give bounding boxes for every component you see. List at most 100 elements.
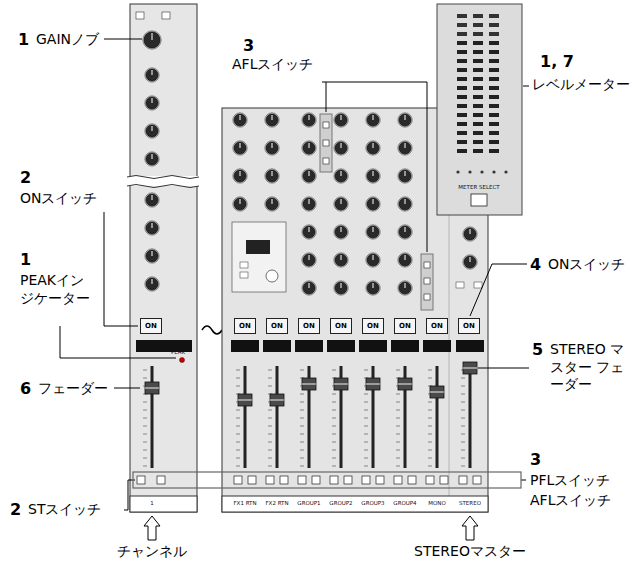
knob-pointer bbox=[405, 115, 406, 120]
knob-ring bbox=[302, 225, 316, 239]
leader-line bbox=[427, 82, 428, 252]
fader-scale bbox=[332, 434, 336, 435]
leader-line bbox=[104, 212, 138, 326]
on-switch: ON bbox=[266, 318, 288, 334]
meter-led bbox=[457, 41, 467, 45]
callout-number: 6 bbox=[20, 379, 31, 399]
pointer-arrow bbox=[144, 516, 160, 540]
fader-cap-line bbox=[238, 400, 252, 401]
fader-scale bbox=[364, 450, 368, 451]
fader-scale bbox=[300, 458, 304, 459]
fader-scale bbox=[236, 466, 240, 467]
callout-number: 1 bbox=[18, 30, 29, 50]
meter-led bbox=[489, 50, 499, 54]
fader-cap bbox=[302, 378, 316, 390]
fader-scale bbox=[236, 442, 240, 443]
meter-led bbox=[489, 131, 499, 135]
knob bbox=[399, 282, 411, 294]
fader-scale bbox=[300, 418, 304, 419]
knob bbox=[266, 198, 278, 210]
fader-scale bbox=[143, 434, 147, 435]
knob-ring bbox=[334, 141, 348, 155]
knob-pointer bbox=[240, 143, 241, 148]
knob bbox=[146, 97, 158, 109]
knob-ring bbox=[334, 281, 348, 295]
meter-led bbox=[457, 95, 467, 99]
pfl-switch bbox=[426, 476, 434, 484]
knob-ring bbox=[233, 113, 247, 127]
fx-switch bbox=[240, 262, 248, 268]
fader-slot bbox=[469, 366, 472, 468]
meter-led bbox=[489, 77, 499, 81]
afl-switch bbox=[280, 476, 288, 484]
callout-number: 1 bbox=[20, 250, 31, 270]
callout-text: STスイッチ bbox=[28, 501, 101, 519]
fader-scale bbox=[396, 394, 400, 395]
scribble-band bbox=[263, 340, 291, 352]
fader-slot bbox=[244, 366, 247, 468]
knob-pointer bbox=[373, 199, 374, 204]
afl-switch bbox=[323, 158, 329, 164]
fader-scale bbox=[268, 466, 272, 467]
fader-scale bbox=[143, 450, 147, 451]
fader-scale bbox=[268, 418, 272, 419]
fader-scale bbox=[396, 458, 400, 459]
callout-number: 3 bbox=[530, 450, 541, 470]
fader-scale bbox=[428, 378, 432, 379]
callout-text: PEAKインジケーター bbox=[20, 272, 92, 307]
fader-scale bbox=[143, 418, 147, 419]
fader-scale bbox=[364, 434, 368, 435]
fader-scale bbox=[428, 418, 432, 419]
peak-led bbox=[180, 358, 185, 363]
meter-led bbox=[473, 14, 483, 18]
knob-ring bbox=[334, 169, 348, 183]
fader-scale bbox=[428, 434, 432, 435]
knob-pointer bbox=[405, 227, 406, 232]
fader-scale bbox=[396, 410, 400, 411]
callout-number: 5 bbox=[532, 340, 543, 360]
panel-print: GROUP3 bbox=[361, 501, 384, 507]
knob-pointer bbox=[152, 70, 153, 75]
fader-scale bbox=[300, 370, 304, 371]
fader-scale bbox=[461, 410, 465, 411]
channel-strip bbox=[130, 4, 197, 512]
fader-scale bbox=[332, 418, 336, 419]
knob-ring bbox=[145, 68, 159, 82]
fader-scale bbox=[236, 386, 240, 387]
fader-scale bbox=[143, 442, 147, 443]
knob-pointer bbox=[152, 98, 153, 103]
on-switch: ON bbox=[426, 318, 448, 334]
afl-switch bbox=[424, 294, 430, 300]
on-switch: ON bbox=[298, 318, 320, 334]
leader-line bbox=[478, 368, 529, 369]
afl-switch bbox=[248, 476, 256, 484]
meter-led bbox=[457, 32, 467, 36]
meter-led bbox=[489, 23, 499, 27]
scribble-band bbox=[295, 340, 323, 352]
fader-scale bbox=[236, 450, 240, 451]
switch-label: ON bbox=[399, 323, 411, 330]
knob-pointer bbox=[405, 143, 406, 148]
meter-indicator bbox=[480, 170, 483, 173]
meter-led bbox=[457, 23, 467, 27]
fader-cap bbox=[366, 378, 380, 390]
fader-scale bbox=[332, 450, 336, 451]
meter-led bbox=[473, 77, 483, 81]
fader-scale bbox=[461, 386, 465, 387]
fader-scale bbox=[236, 458, 240, 459]
knob bbox=[146, 250, 158, 262]
knob bbox=[303, 142, 315, 154]
knob-ring bbox=[302, 281, 316, 295]
fader-scale bbox=[428, 442, 432, 443]
on-switch: ON bbox=[234, 318, 256, 334]
panel-print: MONO bbox=[428, 501, 446, 507]
knob bbox=[266, 170, 278, 182]
switch-label: ON bbox=[271, 323, 283, 330]
fader-scale bbox=[268, 442, 272, 443]
knob-ring bbox=[145, 152, 159, 166]
fader-cap-line bbox=[430, 392, 444, 393]
leader-line bbox=[523, 86, 529, 87]
knob bbox=[464, 256, 476, 268]
knob-pointer bbox=[373, 255, 374, 260]
knob-ring bbox=[143, 31, 161, 49]
